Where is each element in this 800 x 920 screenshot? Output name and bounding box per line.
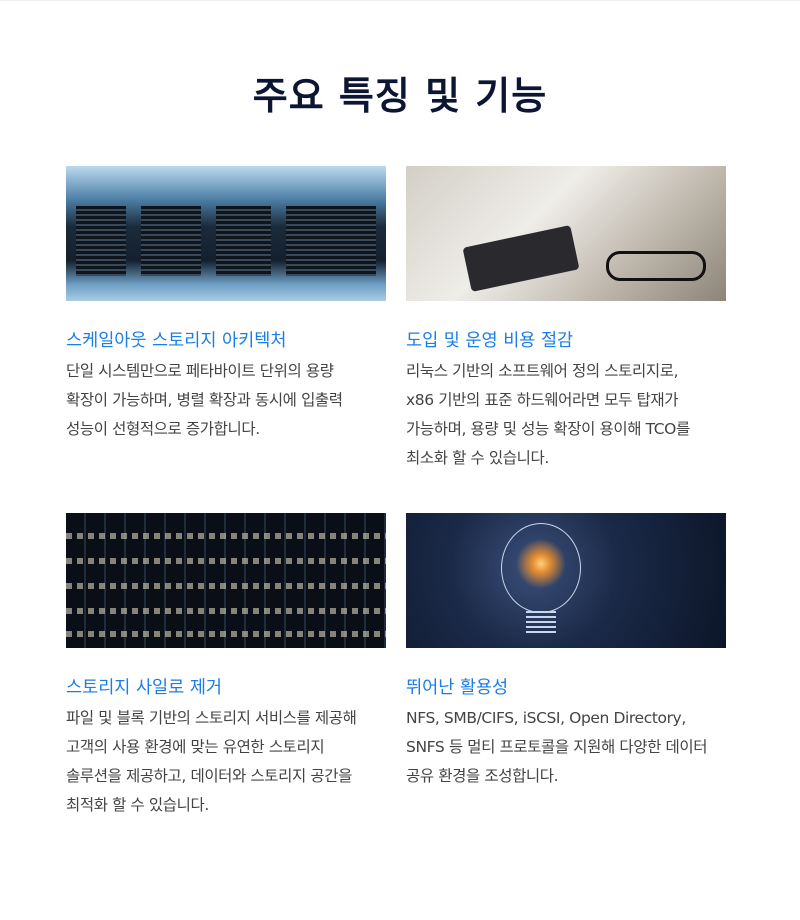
page-title: 주요 특징 및 기능 — [252, 74, 548, 118]
feature-title: 뛰어난 활용성 — [406, 678, 509, 698]
feature-description: NFS, SMB/CIFS, iSCSI, Open Directory,SNF… — [406, 709, 708, 785]
feature-title: 스토리지 사일로 제거 — [66, 678, 223, 698]
calculator-image — [406, 166, 726, 301]
feature-card-cost: 도입 및 운영 비용 절감 리눅스 기반의 소프트웨어 정의 스토리지로,x86… — [406, 166, 746, 473]
lightbulb-image — [406, 513, 726, 648]
feature-description: 리눅스 기반의 소프트웨어 정의 스토리지로,x86 기반의 표준 하드웨어라면… — [406, 362, 690, 467]
office-building-image — [66, 513, 386, 648]
server-room-image — [66, 166, 386, 301]
feature-title: 도입 및 운영 비용 절감 — [406, 331, 574, 351]
feature-title: 스케일아웃 스토리지 아키텍처 — [66, 331, 287, 351]
feature-card-usability: 뛰어난 활용성 NFS, SMB/CIFS, iSCSI, Open Direc… — [406, 513, 746, 791]
